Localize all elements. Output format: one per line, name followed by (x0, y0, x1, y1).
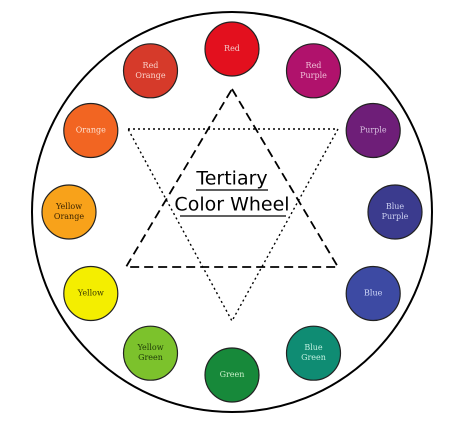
swatch-label-line: Red (306, 61, 322, 70)
swatch-yellow-green (122, 325, 179, 381)
dashed-triangle-up (124, 87, 340, 268)
swatch-red-orange (122, 43, 179, 99)
swatch-label-blue: Blue (364, 289, 383, 298)
swatch-red-purple (285, 43, 342, 99)
swatch-label-yellow: Yellow (77, 289, 104, 298)
swatch-label-line: Blue (364, 289, 383, 298)
swatch-label-line: Purple (382, 212, 409, 221)
swatch-label-purple: Purple (360, 126, 387, 135)
swatch-label-line: Purple (360, 126, 387, 135)
swatch-label-red: Red (224, 44, 240, 53)
swatch-label-line: Green (138, 353, 163, 362)
swatch-label-line: Yellow (77, 289, 104, 298)
swatch-yellow (63, 265, 119, 322)
swatch-orange (63, 102, 119, 159)
swatch-label-line: Orange (76, 126, 106, 135)
title-line-1: Tertiary (195, 168, 267, 190)
swatch-blue (345, 265, 401, 322)
swatch-label-line: Yellow (55, 202, 82, 211)
swatch-label-line: Red (224, 44, 240, 53)
swatch-label-line: Green (301, 353, 326, 362)
swatch-blue-green (285, 325, 342, 381)
swatch-purple (345, 102, 401, 159)
swatch-label-line: Purple (300, 71, 327, 80)
swatch-blue-purple (367, 184, 423, 240)
swatch-label-line: Blue (386, 202, 405, 211)
swatch-red (204, 21, 260, 77)
dotted-triangle-down (126, 128, 340, 323)
swatch-label-line: Blue (304, 343, 323, 352)
outer-ring (31, 11, 433, 413)
swatch-label-orange: Orange (76, 126, 106, 135)
swatch-green (204, 347, 260, 403)
swatch-label-line: Orange (54, 212, 84, 221)
swatch-label-line: Green (220, 370, 245, 379)
swatch-label-line: Orange (135, 71, 165, 80)
swatch-label-green: Green (220, 370, 245, 379)
swatch-label-line: Yellow (136, 343, 163, 352)
swatch-label-line: Red (143, 61, 159, 70)
title-line-2: Color Wheel (174, 194, 289, 216)
swatch-yellow-orange (41, 184, 97, 240)
